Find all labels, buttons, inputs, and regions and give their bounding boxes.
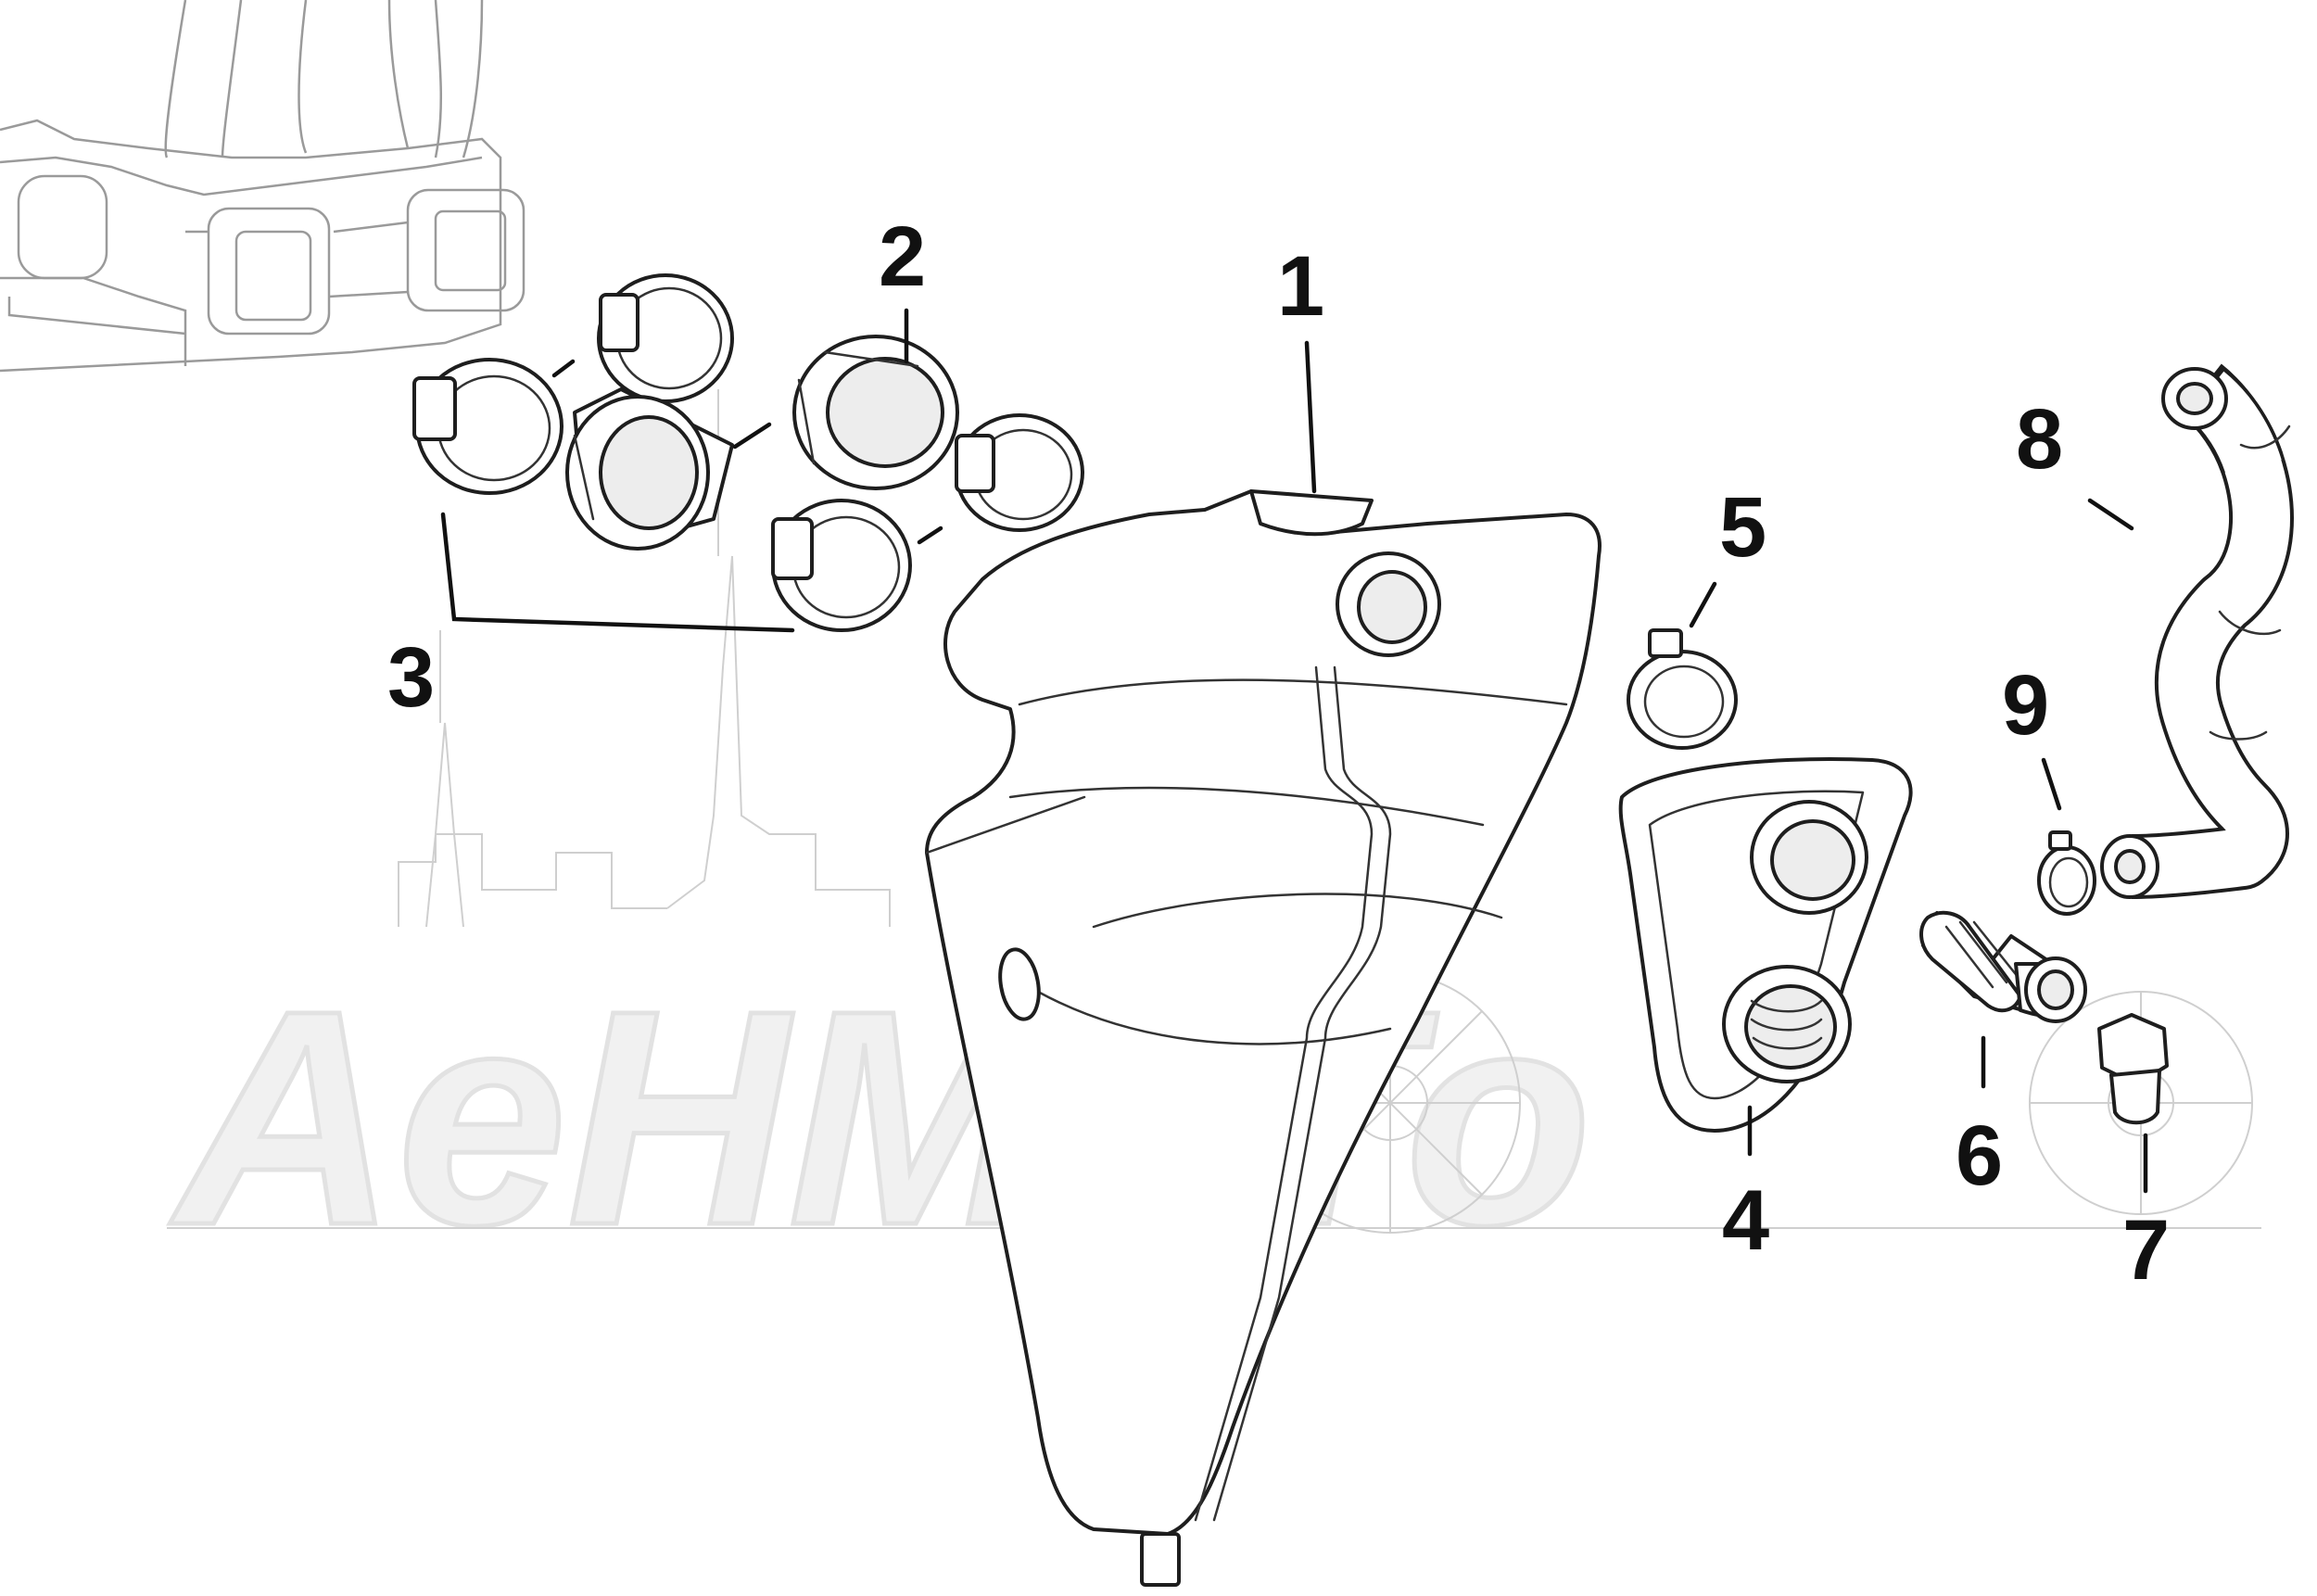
part-6-fitting: [1919, 910, 2087, 1023]
clamp: [771, 499, 912, 632]
leader-8: [2087, 498, 2134, 531]
callout-5: 5: [1719, 480, 1766, 575]
part-4-cap: [1618, 757, 1913, 1133]
leader-5: [1689, 581, 1717, 628]
leader-lines: [440, 308, 2148, 1194]
leader-1: [1304, 340, 1317, 494]
callout-7: 7: [2122, 1203, 2170, 1298]
clamp: [412, 358, 563, 495]
part-1-reservoir: [925, 489, 1602, 1587]
leader-3: [440, 512, 795, 633]
part-2-couplings: [565, 335, 959, 551]
callout-1: 1: [1277, 239, 1324, 334]
airbox-frame: [0, 0, 525, 373]
clamp: [955, 413, 1084, 532]
coupling: [792, 335, 959, 490]
callout-6: 6: [1956, 1108, 2003, 1203]
callout-4: 4: [1722, 1173, 1769, 1268]
callout-9: 9: [2002, 658, 2049, 753]
callout-2: 2: [879, 209, 926, 304]
clamp: [597, 273, 734, 403]
callout-labels: 1 2 3 4 5 6 7 8 9: [387, 209, 2170, 1298]
coupling: [565, 387, 734, 551]
callout-8: 8: [2016, 392, 2063, 487]
part-5-clamp: [1627, 628, 1738, 750]
leader-9: [2041, 757, 2062, 811]
part-7-plug: [2097, 1013, 2169, 1125]
callout-3: 3: [387, 630, 435, 725]
part-3-clamps: [412, 273, 1084, 632]
part-9-clip: [2037, 830, 2096, 916]
part-8-hose: [2100, 363, 2294, 899]
